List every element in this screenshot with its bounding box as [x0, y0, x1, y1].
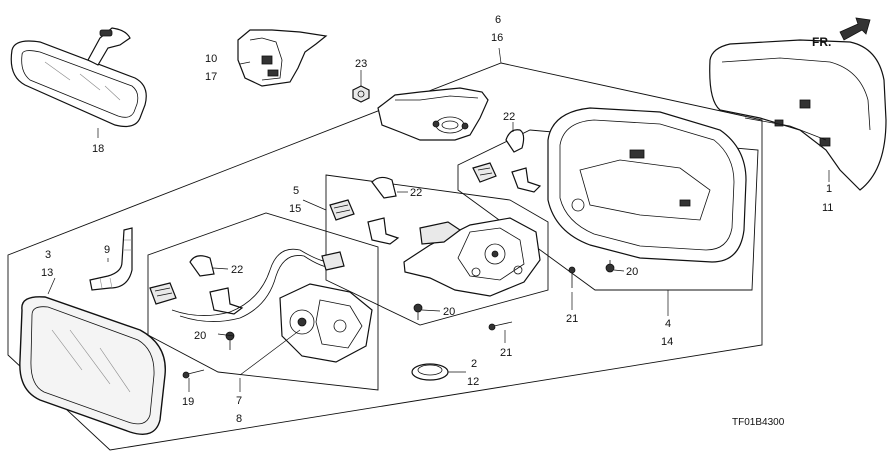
- actuator-frame: [325, 174, 549, 326]
- bracket-right: [511, 167, 542, 193]
- callout-23: 23: [355, 58, 367, 70]
- mirror-housing: [547, 107, 747, 263]
- callout-3: 3: [45, 249, 51, 261]
- heater-ring: [411, 363, 449, 381]
- clip-right: [505, 129, 525, 153]
- callout-20-right: 20: [626, 266, 638, 278]
- callout-12: 12: [467, 376, 479, 388]
- housing-frame: [457, 129, 759, 291]
- callout-4: 4: [665, 318, 671, 330]
- callout-9: 9: [104, 244, 110, 256]
- clip-mid: [371, 176, 397, 199]
- callout-15: 15: [289, 203, 301, 215]
- callout-20-left: 20: [194, 330, 206, 342]
- mirror-glass: [19, 296, 166, 435]
- callout-17: 17: [205, 71, 217, 83]
- fr-label: FR.: [812, 35, 831, 49]
- stay-cover: [237, 29, 328, 87]
- callout-10: 10: [205, 53, 217, 65]
- callout-21-mid: 21: [500, 347, 512, 359]
- callout-14: 14: [661, 336, 673, 348]
- actuator-unit: [403, 217, 541, 297]
- callout-18: 18: [92, 143, 104, 155]
- callout-6: 6: [495, 14, 501, 26]
- screw-mid: [488, 321, 513, 331]
- callout-11: 11: [822, 202, 833, 214]
- bolt-mid: [413, 303, 423, 320]
- callout-8: 8: [236, 413, 242, 425]
- bracket-mid: [367, 217, 400, 245]
- motor-unit: [279, 283, 373, 363]
- connector-right: [472, 162, 497, 183]
- leader-lines: [47, 47, 830, 392]
- arrow-icon: [839, 17, 871, 41]
- callout-16: 16: [491, 32, 503, 44]
- callout-21-right: 21: [566, 313, 578, 325]
- clip-left: [189, 255, 215, 277]
- screw-right: [568, 266, 576, 288]
- connector-left: [149, 282, 177, 305]
- diagram-code: TF01B4300: [732, 417, 785, 428]
- connector-mid: [329, 199, 355, 221]
- bolt-right: [605, 260, 615, 273]
- harness-connector: [321, 251, 345, 271]
- callout-19: 19: [182, 396, 194, 408]
- callout-22-left: 22: [231, 264, 243, 276]
- bracket-left: [209, 287, 244, 315]
- harness-wire: [171, 248, 331, 316]
- callout-7: 7: [236, 395, 242, 407]
- mirror-base: [377, 87, 489, 141]
- callout-2: 2: [471, 358, 477, 370]
- callout-20-mid: 20: [443, 306, 455, 318]
- grommet: [89, 227, 133, 291]
- callout-22-top: 22: [503, 111, 515, 123]
- callout-22-mid: 22: [410, 187, 422, 199]
- front-direction-marker: FR.: [812, 17, 871, 49]
- inner-mirror: [10, 27, 147, 128]
- callout-5: 5: [293, 185, 299, 197]
- bolt-left: [225, 331, 235, 350]
- mirror-cap: [709, 39, 887, 191]
- callout-1: 1: [826, 183, 832, 195]
- screw-left: [182, 369, 205, 379]
- nut: [352, 85, 370, 103]
- harness-wire-2: [179, 255, 335, 322]
- callout-13: 13: [41, 267, 53, 279]
